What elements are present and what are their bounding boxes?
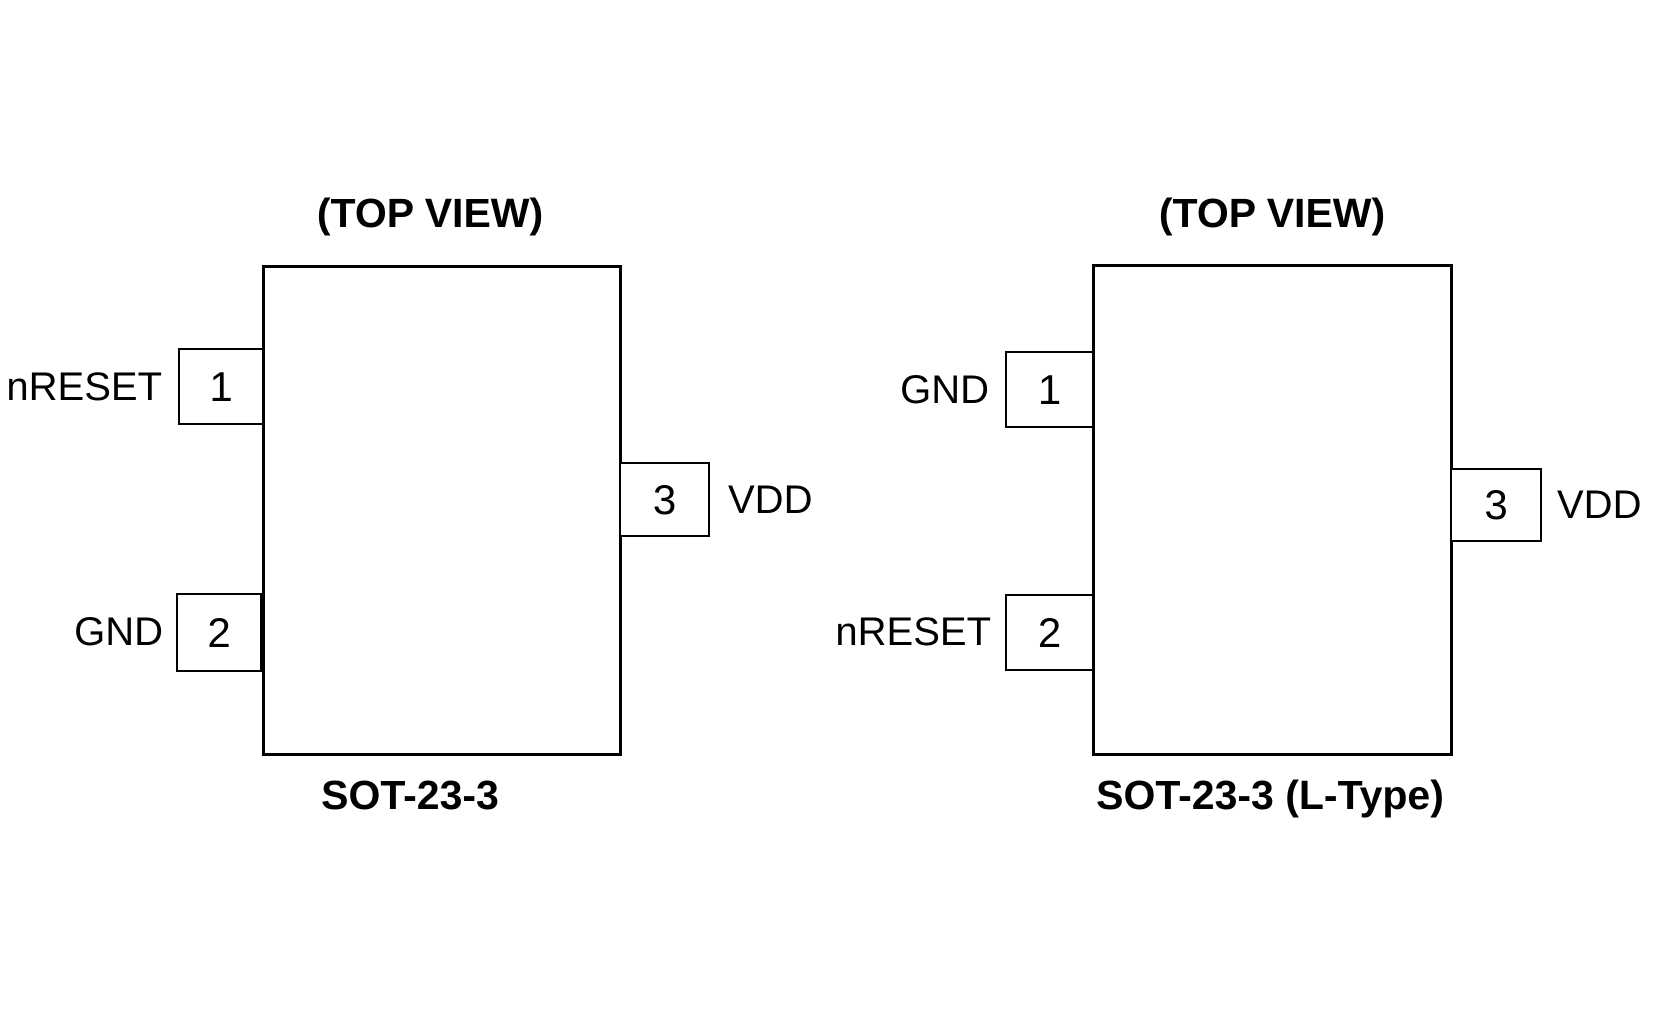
pin-1-box: 1 (1005, 351, 1094, 428)
pin-1-number: 1 (1037, 365, 1062, 413)
package-body (1092, 264, 1453, 756)
pin-2-box: 2 (1005, 594, 1094, 671)
pin-1-box: 1 (178, 348, 264, 425)
pin-2-box: 2 (176, 593, 262, 672)
package-body (262, 265, 622, 756)
package-name-label: SOT-23-3 (321, 772, 499, 818)
pin-1-name-label: nRESET (6, 365, 162, 409)
pin-3-name-label: VDD (1557, 483, 1642, 527)
pin-3-box: 3 (619, 462, 710, 537)
pin-3-number: 3 (1484, 481, 1508, 528)
pin-1-number: 1 (209, 362, 233, 410)
pin-3-number: 3 (652, 475, 677, 523)
pin-2-name-label: GND (74, 610, 163, 654)
pin-2-number: 2 (1037, 608, 1062, 656)
pin-3-name-label: VDD (728, 478, 813, 522)
top-view-title: (TOP VIEW) (316, 190, 544, 236)
package-name-label: SOT-23-3 (L-Type) (1096, 772, 1444, 818)
top-view-title: (TOP VIEW) (1158, 190, 1386, 236)
pin-3-box: 3 (1450, 468, 1542, 542)
pin-2-name-label: nRESET (835, 610, 991, 654)
pin-1-name-label: GND (900, 368, 989, 412)
pin-2-number: 2 (207, 608, 231, 656)
